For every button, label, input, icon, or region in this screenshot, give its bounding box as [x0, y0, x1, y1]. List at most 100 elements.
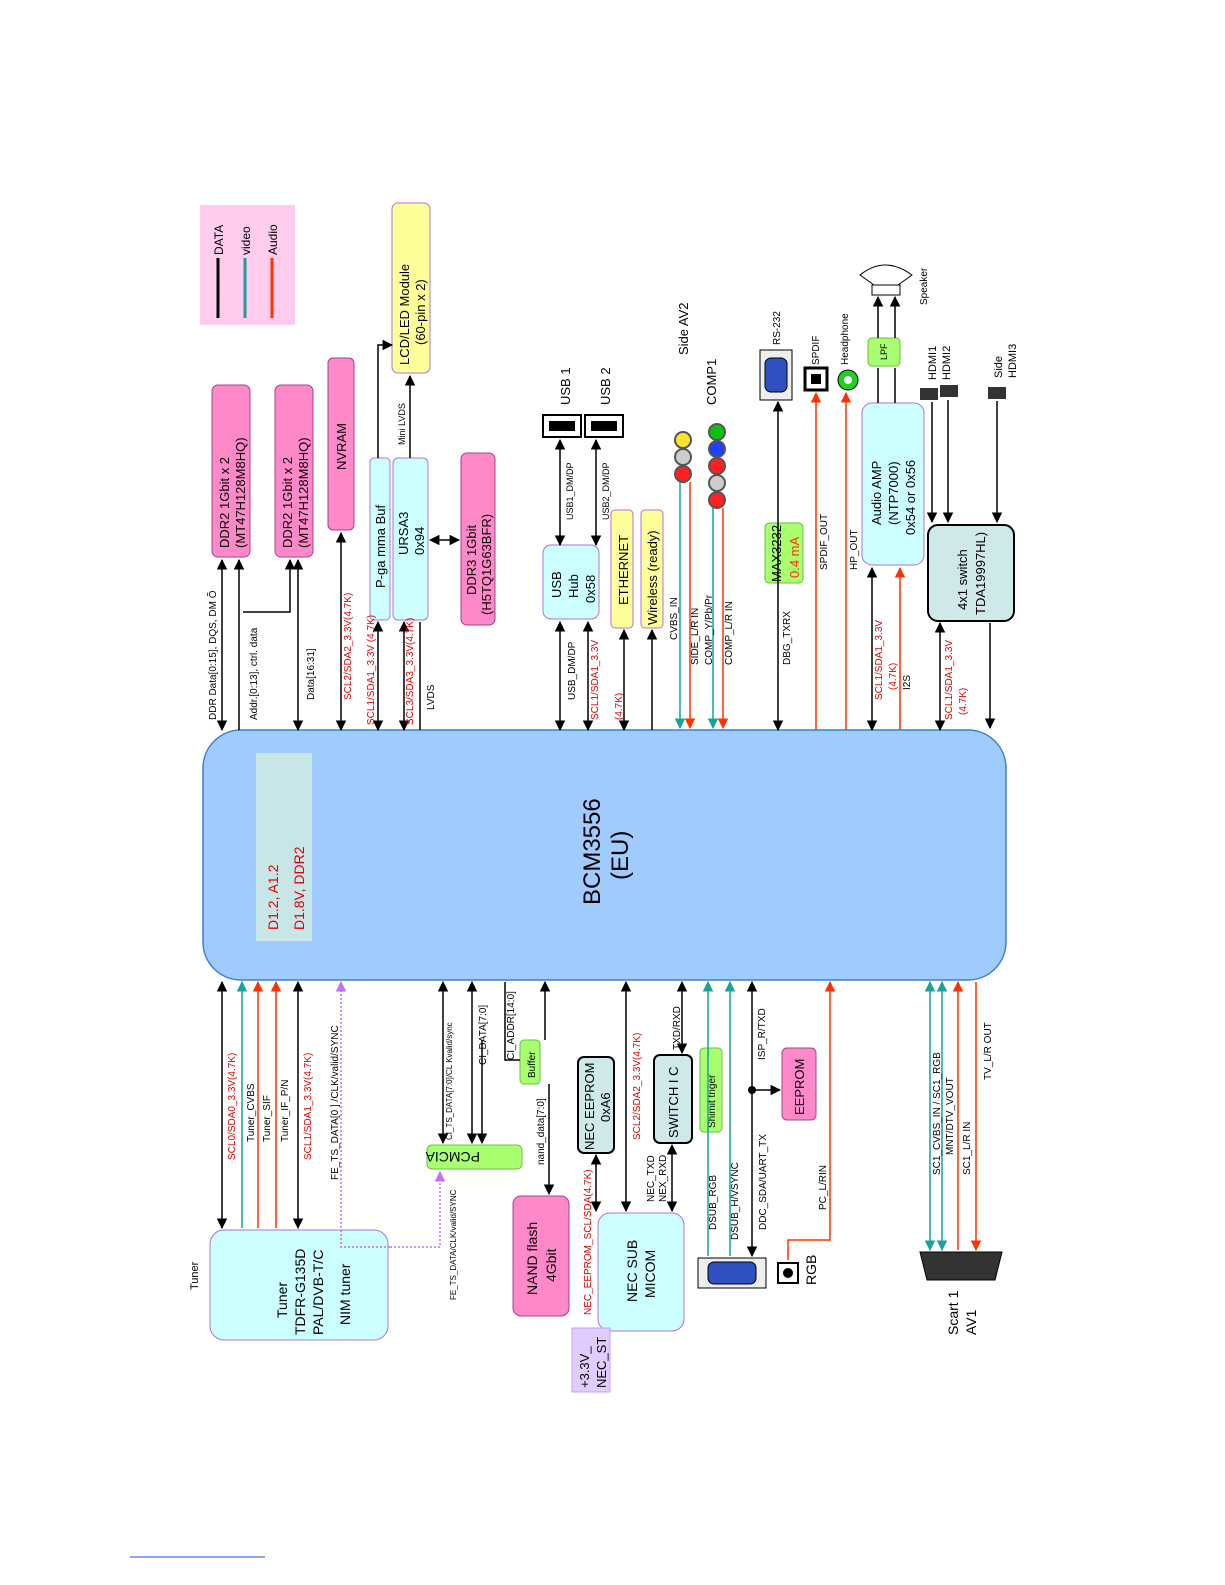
- svg-text:Shimit triger: Shimit triger: [707, 1074, 718, 1128]
- chip-note-2: D1.8V, DDR2: [291, 846, 307, 930]
- svg-text:Tuner_CVBS: Tuner_CVBS: [246, 1083, 257, 1142]
- shimit-trigger-block: Shimit triger: [699, 1047, 723, 1133]
- svg-text:HDMI3: HDMI3: [1007, 344, 1019, 378]
- svg-text:Wireless (ready): Wireless (ready): [645, 530, 660, 625]
- hdmi-port-icon: [920, 385, 1006, 400]
- svg-text:Tuner_IF_P/N: Tuner_IF_P/N: [280, 1080, 291, 1142]
- svg-text:CI_ADDR[14:0]: CI_ADDR[14:0]: [506, 991, 517, 1060]
- svg-text:SCL1/SDA1_3.3V: SCL1/SDA1_3.3V: [590, 640, 601, 720]
- svg-text:SPDIF_OUT: SPDIF_OUT: [819, 514, 830, 570]
- svg-text:DDR2 1Gbit x 2: DDR2 1Gbit x 2: [217, 457, 232, 548]
- lpf-block: LPF: [867, 337, 901, 367]
- svg-text:SCL1/SDA1_3.3V: SCL1/SDA1_3.3V: [944, 640, 955, 720]
- svg-text:Audio AMP: Audio AMP: [869, 461, 884, 525]
- usb2-port-icon: [584, 414, 624, 438]
- svg-text:Addr.[0:13], ctrl. data: Addr.[0:13], ctrl. data: [249, 627, 260, 720]
- svg-text:LVDS: LVDS: [426, 684, 437, 710]
- svg-text:NVRAM: NVRAM: [334, 423, 349, 470]
- svg-text:4x1 switch: 4x1 switch: [955, 549, 970, 610]
- tuner-block: Tuner TDFR-G135D PAL/DVB-T/C NIM tuner: [209, 1229, 389, 1341]
- svg-text:CVBS_IN: CVBS_IN: [669, 597, 680, 640]
- svg-text:LPF: LPF: [879, 343, 889, 360]
- svg-text:EEPROM: EEPROM: [792, 1059, 807, 1115]
- max3232-block: MAX3232 0.4 mA: [764, 522, 804, 584]
- svg-text:URSA3: URSA3: [396, 512, 411, 555]
- svg-text:PAL/DVB-T/C: PAL/DVB-T/C: [310, 1250, 326, 1335]
- svg-text:DDC_SDA/UART_TX: DDC_SDA/UART_TX: [758, 1134, 769, 1230]
- svg-text:Hub: Hub: [566, 574, 581, 598]
- svg-text:(4.7K): (4.7K): [958, 688, 969, 715]
- svg-text:USB_DM/DP: USB_DM/DP: [567, 641, 578, 700]
- nec-sub-micom-block: NEC SUB MICOM: [597, 1212, 685, 1332]
- svg-text:Buffer: Buffer: [527, 1051, 538, 1078]
- chip-sub: (EU): [607, 831, 634, 880]
- svg-text:0.4 mA: 0.4 mA: [787, 536, 802, 578]
- switch-ic-block: SWITCH I C: [653, 1054, 693, 1144]
- hdmi-switch-block: 4x1 switch TDA19997HL): [927, 524, 1015, 622]
- svg-text:SIDE_L/R IN: SIDE_L/R IN: [690, 608, 701, 665]
- svg-text:MNT/DTV_VOUT: MNT/DTV_VOUT: [945, 1077, 956, 1155]
- svg-text:Scart 1: Scart 1: [945, 1290, 961, 1335]
- svg-text:ETHERNET: ETHERNET: [616, 535, 631, 605]
- svg-text:SCL2/SDA2_3.3V(4.7K): SCL2/SDA2_3.3V(4.7K): [343, 593, 354, 700]
- nvram-block: NVRAM: [327, 357, 355, 531]
- svg-text:RS-232: RS-232: [772, 311, 783, 345]
- svg-text:Speaker: Speaker: [919, 267, 930, 305]
- svg-text:HP_OUT: HP_OUT: [849, 529, 860, 570]
- svg-text:nand_data[7:0]: nand_data[7:0]: [536, 1098, 547, 1165]
- svg-text:Headphone: Headphone: [840, 313, 851, 365]
- buffer-block: Buffer: [519, 1039, 541, 1085]
- svg-text:(4.7K): (4.7K): [888, 663, 899, 690]
- usb1-port-icon: [542, 414, 582, 438]
- svg-text:NEX_RXD: NEX_RXD: [658, 1155, 669, 1202]
- svg-text:DBG_TXRX: DBG_TXRX: [782, 611, 793, 665]
- comp1-rca-icon: [708, 423, 726, 509]
- svg-text:TDFR-G135D: TDFR-G135D: [292, 1249, 308, 1335]
- pcmcia-block: PCMCIA: [425, 1144, 523, 1170]
- svg-text:DDR3 1Gbit: DDR3 1Gbit: [464, 525, 479, 595]
- svg-text:NEC EEPROM: NEC EEPROM: [582, 1063, 597, 1150]
- svg-text:DSUB_H/VSYNC: DSUB_H/VSYNC: [730, 1162, 741, 1240]
- svg-text:I2S: I2S: [902, 675, 913, 690]
- svg-text:MICOM: MICOM: [642, 1250, 658, 1298]
- svg-text:(MT47H128M8HQ): (MT47H128M8HQ): [296, 437, 311, 548]
- svg-text:SCL3/SDA3_3.3V(4.7K): SCL3/SDA3_3.3V(4.7K): [405, 618, 416, 725]
- svg-text:SCL1/SDA1_3.3V(4.7K): SCL1/SDA1_3.3V(4.7K): [303, 1053, 314, 1160]
- svg-text:DSUB_RGB: DSUB_RGB: [708, 1175, 719, 1230]
- svg-text:Side: Side: [993, 356, 1005, 378]
- svg-text:0xA6: 0xA6: [598, 1092, 613, 1122]
- legend-audio: Audio: [266, 224, 280, 255]
- svg-text:DDR2 1Gbit x 2: DDR2 1Gbit x 2: [280, 457, 295, 548]
- svg-text:Tuner: Tuner: [274, 1282, 290, 1318]
- svg-text:SC1_CVBS_IN / SC1_RGB: SC1_CVBS_IN / SC1_RGB: [932, 1052, 943, 1175]
- svg-text:FE_TS_DATA[0 ] /CLK/valid/SYNC: FE_TS_DATA[0 ] /CLK/valid/SYNC: [330, 1025, 341, 1180]
- svg-text:COMP_Y/Pb/Pr: COMP_Y/Pb/Pr: [704, 594, 715, 665]
- svg-text:AV1: AV1: [963, 1309, 979, 1335]
- ethernet-block: ETHERNET: [610, 509, 634, 629]
- svg-text:P-ga mma Buf: P-ga mma Buf: [373, 505, 388, 588]
- svg-text:COMP_L/R IN: COMP_L/R IN: [724, 601, 735, 665]
- spdif-port-icon: [803, 366, 829, 392]
- ursa3-block: URSA3 0x94: [392, 457, 429, 621]
- svg-text:USB 2: USB 2: [598, 367, 613, 405]
- svg-text:PC_L/RIN: PC_L/RIN: [818, 1165, 829, 1210]
- svg-text:Side AV2: Side AV2: [676, 302, 691, 355]
- nec-eeprom-block: NEC EEPROM 0xA6: [577, 1056, 615, 1154]
- ddr3-block: DDR3 1Gbit (H5TQ1G63BFR): [460, 452, 496, 626]
- svg-text:COMP1: COMP1: [704, 359, 719, 405]
- svg-text:0x94: 0x94: [412, 527, 427, 555]
- svg-text:NEC SUB: NEC SUB: [624, 1240, 640, 1302]
- legend-data: DATA: [212, 225, 226, 255]
- wireless-block: Wireless (ready): [640, 509, 664, 629]
- svg-text:MAX3232: MAX3232: [769, 525, 784, 582]
- rgb-audio-jack-icon: [777, 1262, 799, 1284]
- svg-text:NAND flash: NAND flash: [524, 1222, 540, 1295]
- svg-text:SC1_L/R IN: SC1_L/R IN: [962, 1122, 973, 1175]
- svg-text:LCD/LED Module: LCD/LED Module: [397, 264, 412, 365]
- svg-text:USB1_DM/DP: USB1_DM/DP: [565, 462, 575, 520]
- svg-text:HDMI1: HDMI1: [927, 346, 939, 380]
- svg-text:0x58: 0x58: [583, 575, 598, 603]
- pgamma-block: P-ga mma Buf: [369, 457, 391, 621]
- svg-text:USB2_DM/DP: USB2_DM/DP: [601, 462, 611, 520]
